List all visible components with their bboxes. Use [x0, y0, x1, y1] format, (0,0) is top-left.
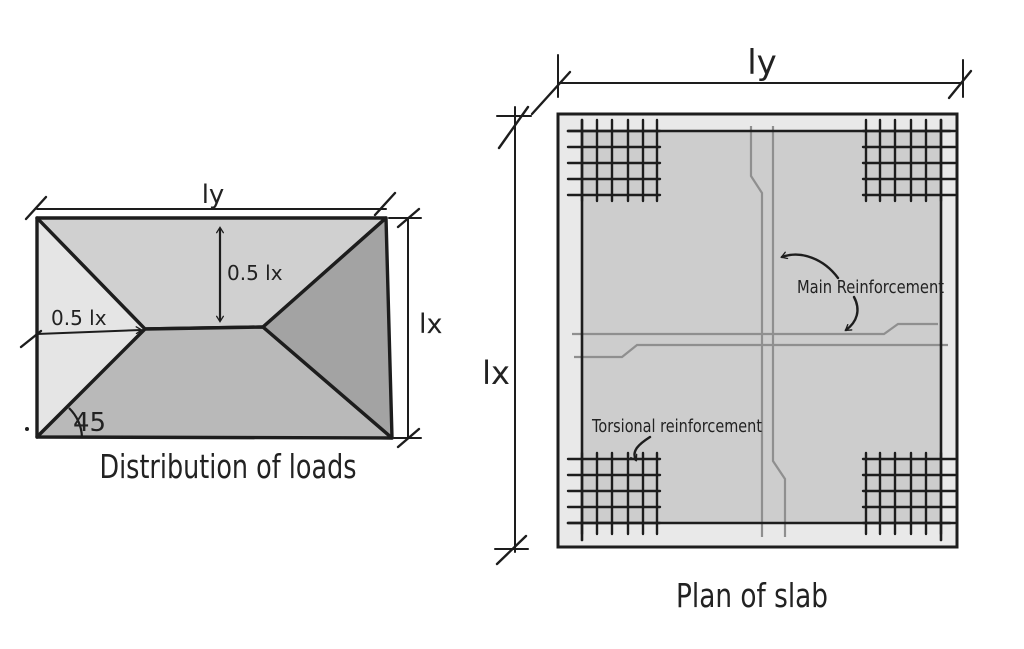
tick-mark	[497, 105, 530, 150]
dimension-ly-right-figure	[530, 54, 973, 116]
main-bar-horizontal-2	[574, 343, 948, 359]
tick-mark	[396, 427, 421, 449]
label-lx: lx	[482, 354, 510, 392]
figure-plan-of-slab: ly lx Main Reinforcement Torsional reinf…	[482, 43, 973, 615]
tick-mark	[24, 195, 48, 221]
tick-mark	[495, 534, 528, 566]
label-main-reinforcement: Main Reinforcement	[797, 278, 944, 298]
arrow-to-vertical-main-bar	[780, 251, 840, 280]
main-reinforcement-bars	[572, 126, 948, 537]
figure-distribution-of-loads: ly 0.5 lx 0.5 lx lx 45 Distribution of l…	[19, 180, 443, 486]
label-torsional-reinforcement: Torsional reinforcement	[591, 417, 762, 437]
arrow-to-torsional-mesh	[630, 435, 652, 462]
main-bar-vertical-2	[771, 126, 787, 537]
load-region-right	[261, 216, 394, 440]
label-angle-45: 45	[73, 408, 106, 438]
main-bar-horizontal-1	[572, 322, 938, 336]
label-ly: ly	[202, 180, 225, 210]
perimeter-bars	[566, 118, 952, 542]
tick-mark	[947, 69, 973, 100]
main-bar-vertical-1	[749, 126, 764, 537]
half-lx-horizontal-line	[36, 326, 143, 335]
tick-mark	[373, 191, 397, 217]
dimension-lx-left-figure	[388, 207, 422, 449]
arrow-to-horizontal-main-bar	[844, 295, 859, 332]
tick-mark	[19, 329, 43, 349]
dimension-lx-right-figure	[494, 105, 532, 566]
label-half-lx-horizontal: 0.5 lx	[51, 306, 107, 330]
dimension-ly-left-figure	[24, 191, 397, 221]
tick-mark	[530, 70, 572, 116]
tick-mark	[396, 207, 421, 229]
caption-plan-of-slab: Plan of slab	[676, 576, 828, 615]
label-ly: ly	[747, 43, 777, 83]
caption-distribution-of-loads: Distribution of loads	[100, 447, 357, 486]
stray-dot	[25, 427, 29, 431]
angle-arc	[68, 407, 84, 438]
label-lx: lx	[419, 309, 443, 340]
label-half-lx-vertical: 0.5 lx	[227, 261, 283, 285]
